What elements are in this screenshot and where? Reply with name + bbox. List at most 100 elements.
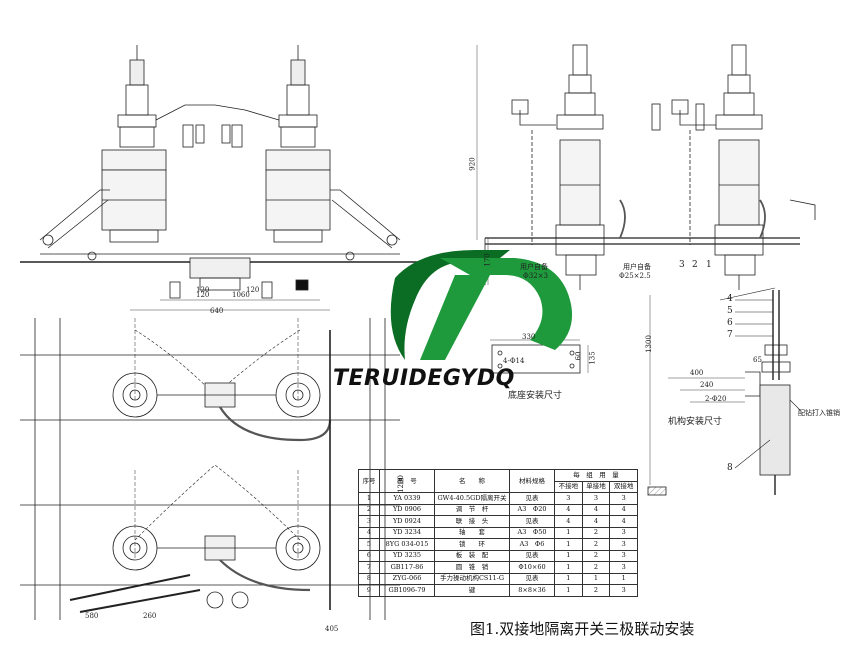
bom-cell-seq: 1 xyxy=(358,492,380,505)
bom-cell-single: 4 xyxy=(581,515,611,528)
bom-cell-seq: 8 xyxy=(358,572,380,585)
left-insulator-column xyxy=(101,45,167,243)
figure-caption: 图1.双接地隔离开关三极联动安装 xyxy=(470,620,695,638)
user-pipe2-spec: Φ25×2.5 xyxy=(619,272,651,280)
bom-cell-drawing: ZYG-066 xyxy=(379,572,435,585)
bom-col-single: 单接地 xyxy=(581,480,611,493)
dim-1300: 1300 xyxy=(644,335,653,353)
bom-cell-single: 3 xyxy=(581,492,611,505)
bom-cell-double: 3 xyxy=(609,538,638,551)
user-pipe2-label: 用户自备 xyxy=(623,263,651,271)
bom-cell-material: A3 Φ6 xyxy=(509,538,555,551)
dim-120b: 120 xyxy=(196,286,210,294)
bom-cell-single: 2 xyxy=(581,561,611,574)
drill-pin-note: 配钻打入锥销 xyxy=(798,409,840,417)
dim-120c: 120 xyxy=(246,286,260,294)
brand-text: TERUIDEGYDQ xyxy=(333,366,515,391)
brand-logo xyxy=(390,250,573,360)
bom-cell-none: 1 xyxy=(554,584,583,597)
dim-400: 400 xyxy=(690,369,704,377)
bom-cell-drawing: YD 3235 xyxy=(379,549,435,562)
side-elevation-view xyxy=(476,44,816,301)
bom-cell-none: 1 xyxy=(554,561,583,574)
bom-cell-name: 板 装 配 xyxy=(434,549,510,562)
bom-cell-name: 联 接 头 xyxy=(434,515,510,528)
dim-240: 240 xyxy=(700,381,714,389)
bom-cell-drawing: GB117-86 xyxy=(379,561,435,574)
bom-cell-name: 轴 套 xyxy=(434,526,510,539)
bom-cell-double: 4 xyxy=(609,503,638,516)
bom-cell-seq: 7 xyxy=(358,561,380,574)
bom-cell-material: 见表 xyxy=(509,572,555,585)
dim-405: 405 xyxy=(325,625,339,633)
bom-cell-material: 见表 xyxy=(509,515,555,528)
bom-cell-drawing: YD 0924 xyxy=(379,515,435,528)
bom-cell-double: 4 xyxy=(609,515,638,528)
bom-col-per-group: 每 组 用 量 xyxy=(554,469,638,482)
bom-cell-single: 2 xyxy=(581,538,611,551)
bom-cell-material: 见表 xyxy=(509,549,555,562)
bom-cell-material: A3 Φ50 xyxy=(509,526,555,539)
base-install-detail xyxy=(490,339,589,374)
part-8: 8 xyxy=(727,463,733,473)
dim-135: 135 xyxy=(588,351,597,365)
front-elevation-view xyxy=(20,45,420,311)
bom-cell-none: 4 xyxy=(554,503,583,516)
side-right-pole xyxy=(714,44,764,290)
right-insulator-column xyxy=(265,45,331,243)
part-7: 7 xyxy=(727,330,733,340)
bom-cell-material: Φ10×60 xyxy=(509,561,555,574)
bom-cell-material: 8×8×36 xyxy=(509,584,555,597)
bom-cell-none: 1 xyxy=(554,572,583,585)
bom-cell-seq: 4 xyxy=(358,526,380,539)
part-6: 6 xyxy=(727,318,733,328)
part-4: 4 xyxy=(727,294,733,304)
bom-col-none: 不接地 xyxy=(554,480,583,493)
dim-65: 65 xyxy=(753,356,762,364)
part-5: 5 xyxy=(727,306,733,316)
bom-cell-drawing: YD 0906 xyxy=(379,503,435,516)
bom-cell-none: 4 xyxy=(554,515,583,528)
dim-260: 260 xyxy=(143,612,157,620)
bom-cell-single: 1 xyxy=(581,572,611,585)
bom-header-row: 序号 图 号 名 称 材料规格 每 组 用 量 xyxy=(358,469,638,493)
dim-640: 640 xyxy=(210,307,224,315)
dim-4-phi14: 4-Φ14 xyxy=(503,357,525,365)
mech-install-title: 机构安装尺寸 xyxy=(668,417,723,427)
plan-view xyxy=(20,318,400,620)
bom-cell-seq: 6 xyxy=(358,549,380,562)
bom-cell-double: 3 xyxy=(609,561,638,574)
bom-col-drawing: 图 号 xyxy=(379,469,435,493)
bom-cell-double: 3 xyxy=(609,526,638,539)
side-left-pole xyxy=(555,44,605,290)
dim-60: 60 xyxy=(574,351,583,361)
bom-cell-none: 1 xyxy=(554,526,583,539)
part-1: 1 xyxy=(706,260,712,270)
bom-cell-name: 调 节 杆 xyxy=(434,503,510,516)
dim-920: 920 xyxy=(468,157,477,171)
bom-cell-name: GW4-40.5GD隔离开关 xyxy=(434,492,510,505)
dim-2-phi20: 2-Φ20 xyxy=(705,395,727,403)
bom-col-name: 名 称 xyxy=(434,469,510,493)
bom-cell-material: 见表 xyxy=(509,492,555,505)
dim-330: 330 xyxy=(522,333,536,341)
bom-cell-drawing: YD 3234 xyxy=(379,526,435,539)
bom-cell-name: 键 xyxy=(434,584,510,597)
bom-cell-drawing: GB1096-79 xyxy=(379,584,435,597)
bom-cell-material: A3 Φ20 xyxy=(509,503,555,516)
bom-cell-none: 1 xyxy=(554,549,583,562)
bom-cell-single: 2 xyxy=(581,526,611,539)
base-install-title: 底座安装尺寸 xyxy=(508,391,563,401)
bom-cell-none: 3 xyxy=(554,492,583,505)
bom-cell-seq: 9 xyxy=(358,584,380,597)
bom-col-seq: 序号 xyxy=(358,469,380,493)
